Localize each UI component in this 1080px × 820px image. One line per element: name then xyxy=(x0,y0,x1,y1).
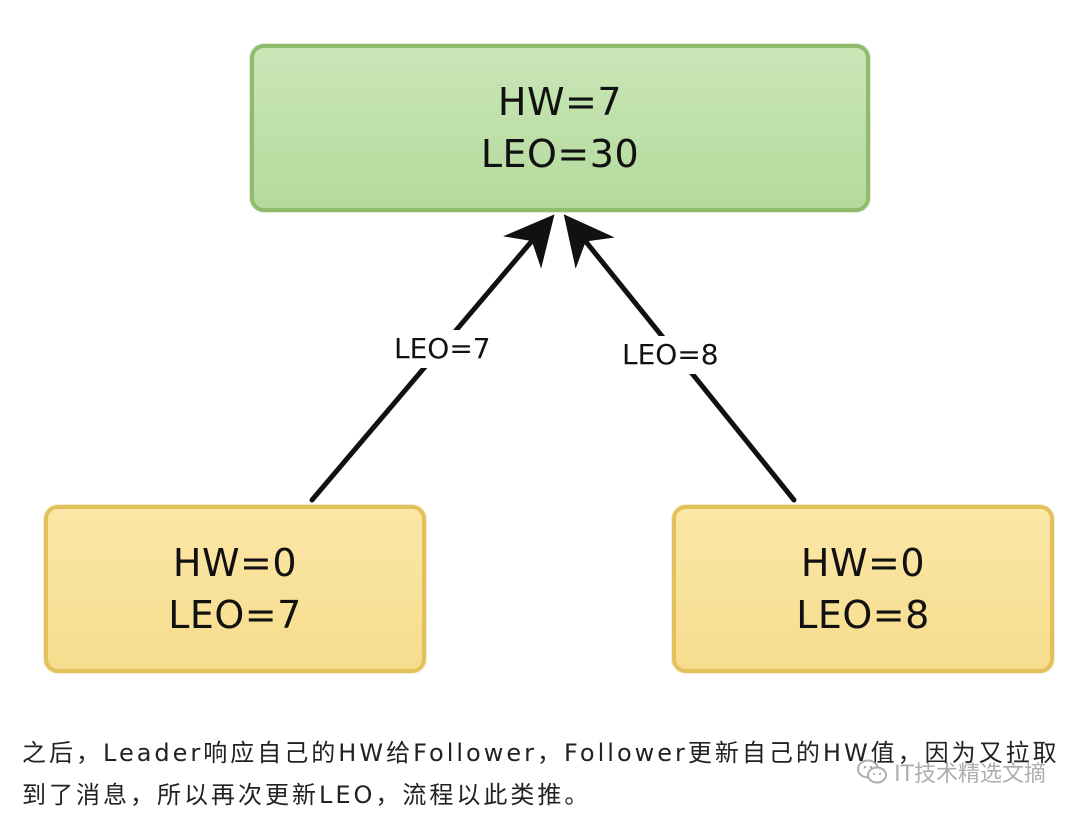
edge-label-follower2: LEO=8 xyxy=(616,336,725,374)
leader-hw: HW=7 xyxy=(497,80,623,124)
follower-1-hw: HW=0 xyxy=(172,541,298,585)
caption-text: 之后，Leader响应自己的HW给Follower，Follower更新自己的H… xyxy=(22,739,1060,809)
follower-1-leo: LEO=7 xyxy=(168,593,302,637)
wechat-icon xyxy=(857,759,888,784)
watermark-text: IT技术精选文摘 xyxy=(894,762,1046,787)
watermark: IT技术精选文摘 xyxy=(856,756,1046,788)
follower-2-hw: HW=0 xyxy=(800,541,926,585)
follower-node-1: HW=0 LEO=7 xyxy=(44,505,426,673)
leader-leo: LEO=30 xyxy=(480,132,640,176)
follower-node-2: HW=0 LEO=8 xyxy=(672,505,1054,673)
leader-node: HW=7 LEO=30 xyxy=(250,44,870,212)
follower-2-leo: LEO=8 xyxy=(796,593,930,637)
edge-label-follower1: LEO=7 xyxy=(388,330,497,368)
